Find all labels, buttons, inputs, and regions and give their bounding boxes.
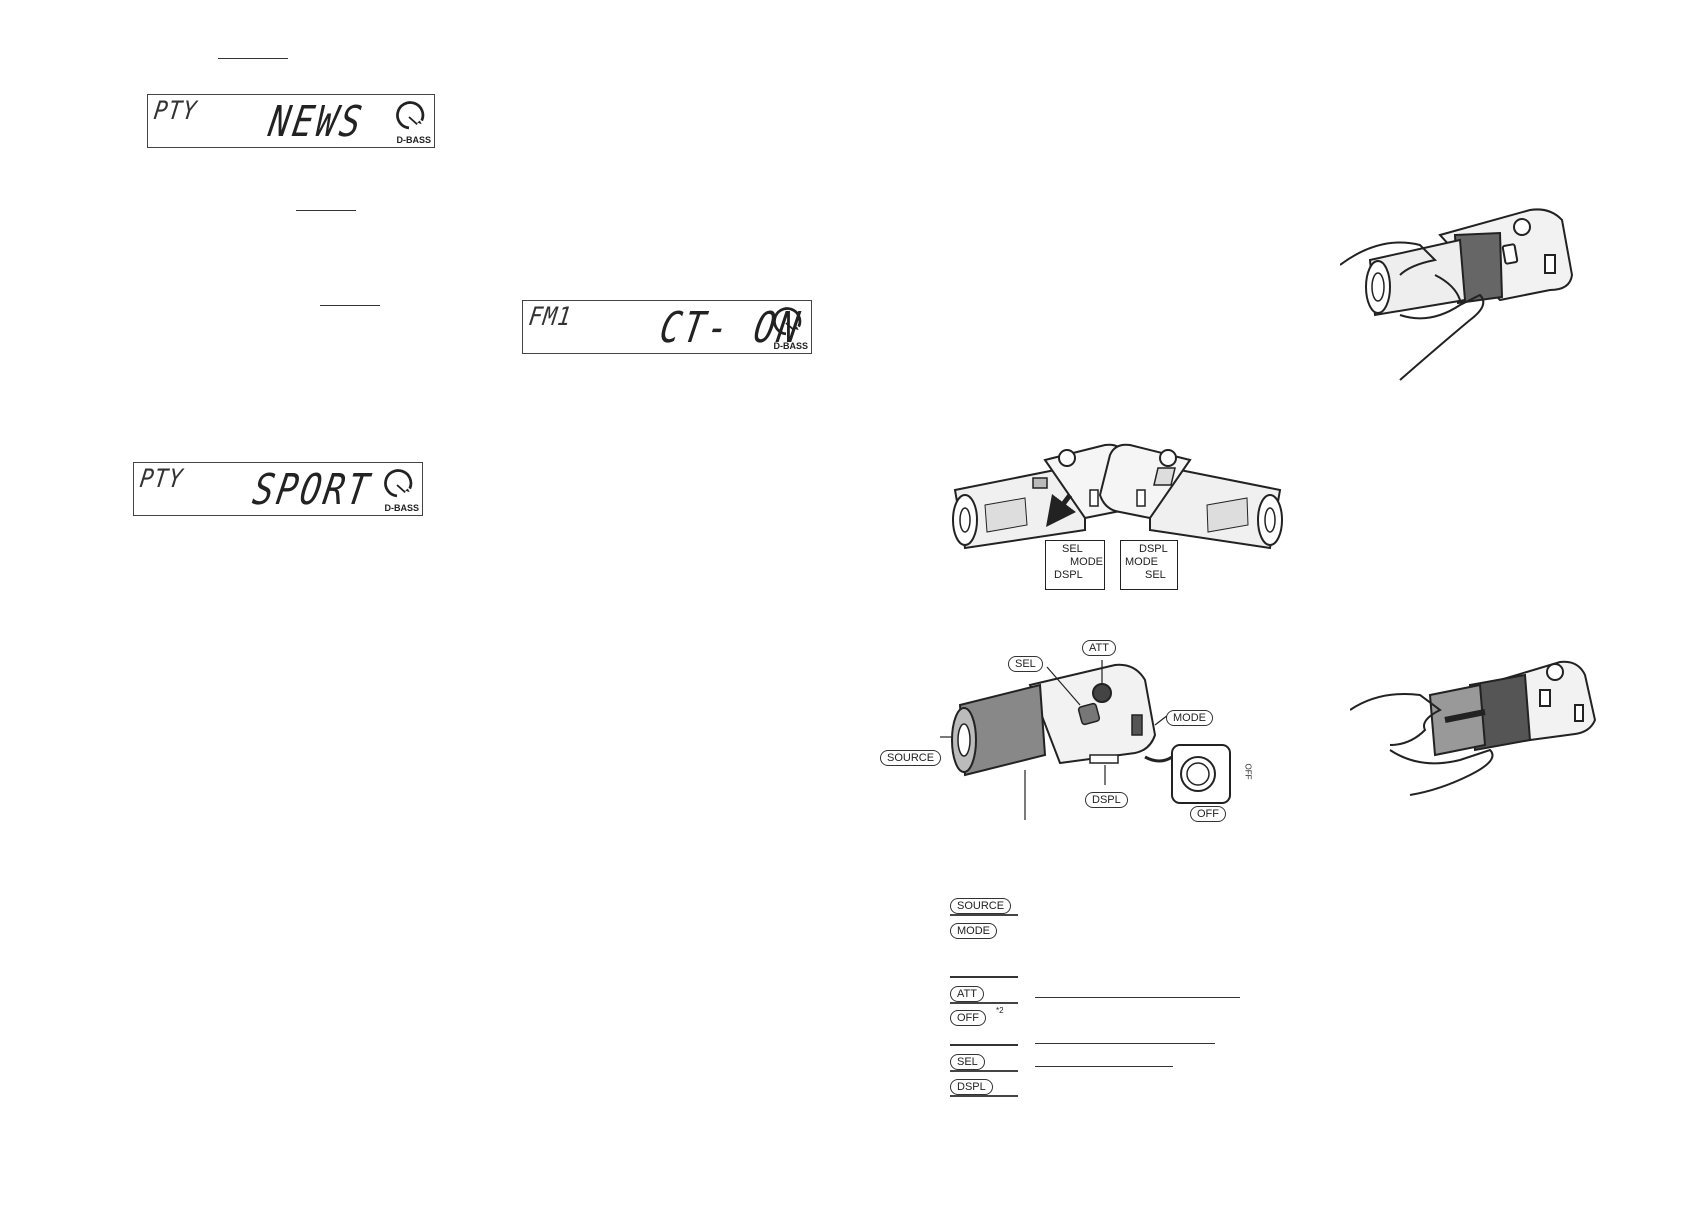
display-main-text: NEWS [265,97,368,147]
heading-underline-2 [296,210,356,211]
dbass-label: D-BASS [773,341,808,351]
source-button[interactable]: SOURCE [950,898,1012,914]
att-button[interactable]: ATT [950,986,984,1002]
button-list-sel: SEL [950,1052,1018,1074]
display-main-text: SPORT [249,465,376,515]
footnote-marker: *2 [996,1006,1004,1015]
display-source-label: FM1 [526,303,574,332]
dbass-label: D-BASS [384,503,419,513]
mode-button[interactable]: MODE [950,923,997,939]
display-source-label: PTY [137,465,185,494]
dspl-button[interactable]: DSPL [950,1079,993,1095]
off-knob-label: OFF [1243,763,1253,780]
callout-label-sel: SEL [1062,543,1083,555]
sel-button[interactable]: SEL [1008,656,1043,672]
button-list-dspl: DSPL [950,1077,1018,1099]
dspl-button[interactable]: DSPL [1085,792,1128,808]
controller-labeled-diagram [940,660,1231,820]
heading-underline-3 [320,305,380,306]
divider [950,1070,1018,1072]
callout-label-dspl: DSPL [1139,543,1168,555]
divider [950,1095,1018,1097]
lcd-display-pty-news: PTY NEWS D-BASS [147,94,435,148]
divider [950,976,1018,978]
mode-button[interactable]: MODE [1166,710,1213,726]
display-source-label: PTY [151,97,199,126]
sel-button[interactable]: SEL [950,1054,985,1070]
controller-orientation-illustration [952,443,1283,550]
heading-underline-1 [218,58,288,59]
att-button[interactable]: ATT [1082,640,1116,656]
text-underline [1035,1066,1173,1067]
dbass-icon [773,307,802,336]
dbass-icon [384,469,413,498]
hand-turning-controller-illustration [1340,208,1574,381]
dbass-icon [396,101,425,130]
text-underline [1035,1043,1215,1044]
lcd-display-fm1-ct-on: FM1 CT- ON D-BASS [522,300,812,354]
callout-label-dspl: DSPL [1054,569,1083,581]
divider [950,914,1018,916]
button-list-att: ATT [950,984,1018,1006]
text-underline [1035,997,1240,998]
lcd-display-pty-sport: PTY SPORT D-BASS [133,462,423,516]
source-button[interactable]: SOURCE [880,750,942,766]
callout-sel-mode-dspl: SEL MODE DSPL [1045,540,1105,590]
divider [950,1002,1018,1004]
callout-label-mode: MODE [1070,556,1103,568]
callout-label-sel: SEL [1145,569,1166,581]
callout-dspl-mode-sel: DSPL MODE SEL [1120,540,1178,590]
callout-label-mode: MODE [1125,556,1158,568]
button-list-source: SOURCE [950,896,1018,918]
divider [950,1044,1018,1046]
off-button[interactable]: OFF [1190,806,1226,822]
dbass-label: D-BASS [396,135,431,145]
button-list-mode: MODE [950,921,1018,943]
off-button[interactable]: OFF [950,1010,986,1026]
hand-removing-panel-illustration [1350,660,1597,796]
button-list-off: OFF *2 [950,1006,1018,1030]
